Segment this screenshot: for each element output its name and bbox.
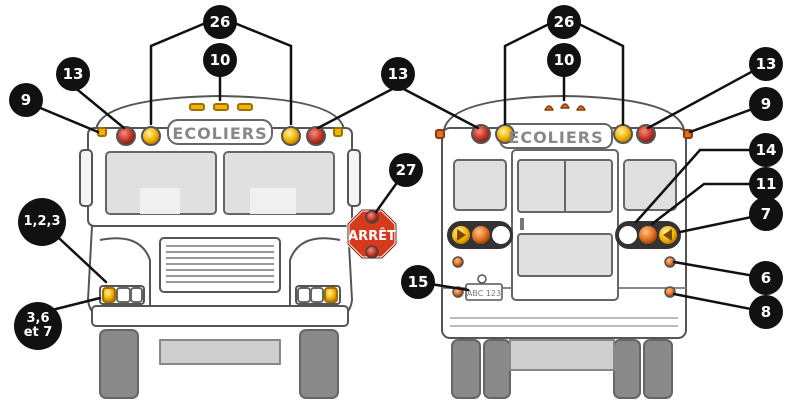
- callout-9-front: 9: [9, 83, 43, 117]
- front-side-marker-right: [334, 128, 342, 136]
- front-amber-lamp-left: [142, 127, 160, 145]
- rear-right-wheel-outer: [644, 340, 672, 398]
- front-bumper: [92, 306, 348, 326]
- rear-right-lower-lamp-lower: [665, 287, 675, 297]
- rear-right-brake-light: [638, 225, 658, 245]
- callout-10-rear: 10: [547, 43, 581, 77]
- rear-left-backup-light: [491, 225, 511, 245]
- front-top-clearance-light: [238, 104, 252, 110]
- front-left-wheel: [100, 330, 138, 398]
- license-plate-text: ABC 123: [467, 289, 501, 298]
- rear-axle: [510, 340, 614, 370]
- callout-11: 11: [749, 167, 783, 201]
- callout-6: 6: [749, 261, 783, 295]
- license-plate-light: [478, 275, 486, 283]
- callout-27: 27: [389, 153, 423, 187]
- rear-red-lamp-right: [637, 125, 655, 143]
- rear-door-window-lower: [518, 234, 612, 276]
- front-left-headlight: [117, 288, 130, 302]
- callout-13-rear: 13: [749, 47, 783, 81]
- callout-10-front: 10: [203, 43, 237, 77]
- callout-9-rear: 9: [749, 87, 783, 121]
- callout-8: 8: [749, 295, 783, 329]
- rear-right-backup-light: [618, 225, 638, 245]
- front-left-headlight: [131, 288, 142, 302]
- front-red-lamp-right: [307, 127, 325, 145]
- rear-left-brake-light: [471, 225, 491, 245]
- front-right-mirror: [348, 150, 360, 206]
- front-top-clearance-light: [214, 104, 228, 110]
- callout-15: 15: [401, 265, 435, 299]
- callout-14: 14: [749, 133, 783, 167]
- front-right-headlight: [298, 288, 310, 302]
- front-sign-text: ECOLIERS: [172, 124, 267, 143]
- front-left-amber-light: [103, 288, 115, 302]
- stop-sign-bottom-lamp: [366, 246, 378, 258]
- front-amber-lamp-right: [282, 127, 300, 145]
- front-seat: [140, 188, 180, 214]
- front-right-headlight: [311, 288, 323, 302]
- callout-26-rear: 26: [547, 5, 581, 39]
- front-left-mirror: [80, 150, 92, 206]
- callout-13-front-right: 13: [381, 57, 415, 91]
- callout-3-6-7: 3,6 et 7: [14, 302, 62, 350]
- rear-left-lower-lamp-upper: [453, 257, 463, 267]
- front-top-clearance-light: [190, 104, 204, 110]
- rear-left-wheel-inner: [484, 340, 510, 398]
- callout-1-2-3: 1,2,3: [18, 198, 66, 246]
- rear-sign-text: ECOLIERS: [508, 128, 603, 147]
- front-right-wheel: [300, 330, 338, 398]
- rear-amber-lamp-right: [614, 125, 632, 143]
- callout-7: 7: [749, 197, 783, 231]
- callout-26-front: 26: [203, 5, 237, 39]
- front-right-amber-light: [325, 288, 337, 302]
- callout-13-front-left: 13: [56, 57, 90, 91]
- front-red-lamp-left: [117, 127, 135, 145]
- rear-red-lamp-left: [472, 125, 490, 143]
- rear-side-marker-left: [436, 130, 444, 138]
- stop-sign-text: ARRÊT: [348, 228, 396, 244]
- rear-right-wheel-inner: [614, 340, 640, 398]
- rear-window-left: [454, 160, 506, 210]
- rear-door-handle: [520, 218, 524, 230]
- front-seat: [250, 188, 296, 214]
- rear-left-wheel-outer: [452, 340, 480, 398]
- stop-sign-arm: ARRÊT: [348, 210, 396, 258]
- front-axle: [160, 340, 280, 364]
